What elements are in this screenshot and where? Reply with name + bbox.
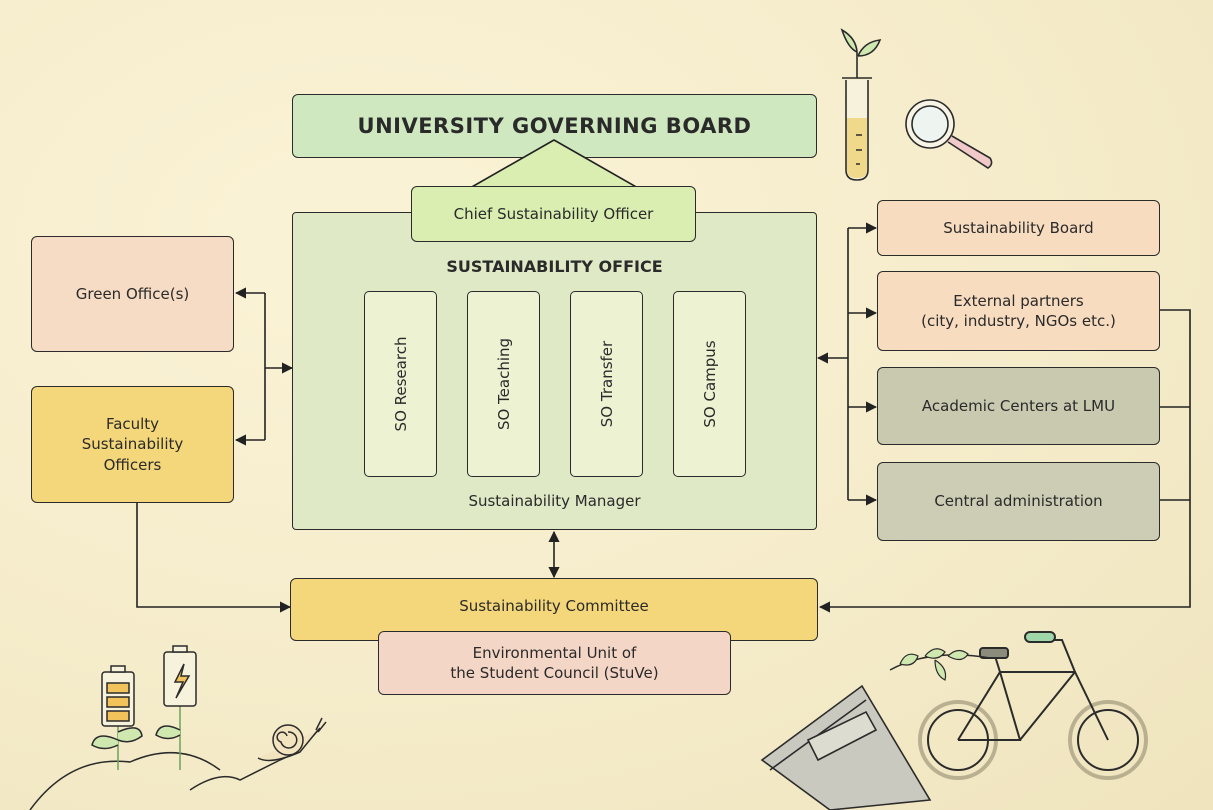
external-partners-line2: (city, industry, NGOs etc.) — [921, 312, 1116, 330]
green-office-box: Green Office(s) — [31, 236, 234, 352]
central-admin-box: Central administration — [877, 462, 1160, 541]
test-tube-plant-icon — [840, 28, 882, 181]
student-unit-line1: Environmental Unit of — [472, 643, 637, 662]
external-partners-line1: External partners — [953, 291, 1084, 310]
chief-officer-label: Chief Sustainability Officer — [453, 204, 654, 223]
central-admin-label: Central administration — [934, 492, 1103, 511]
sustainability-board-box: Sustainability Board — [877, 200, 1160, 256]
sustainability-committee-box: Sustainability Committee — [290, 578, 818, 641]
snail-icon — [189, 717, 327, 791]
green-office-label: Green Office(s) — [75, 284, 190, 303]
magnifier-icon — [905, 99, 993, 169]
student-unit-line2: the Student Council (StuVe) — [450, 664, 659, 682]
faculty-officers-box: Faculty Sustainability Officers — [31, 386, 234, 503]
so-transfer-box: SO Transfer — [570, 291, 643, 477]
sustainability-board-label: Sustainability Board — [943, 218, 1094, 237]
so-research-box: SO Research — [364, 291, 437, 477]
external-partners-box: External partners (city, industry, NGOs … — [877, 271, 1160, 351]
committee-label: Sustainability Committee — [459, 597, 649, 615]
arrow-faculty-to-committee — [136, 503, 292, 613]
feedback-line-right — [818, 309, 1191, 613]
office-manager: Sustainability Manager — [468, 492, 641, 510]
office-title: SUSTAINABILITY OFFICE — [446, 257, 663, 276]
battery-plant-icon — [29, 645, 221, 810]
academic-centers-box: Academic Centers at LMU — [877, 367, 1160, 445]
so-teaching-box: SO Teaching — [467, 291, 540, 477]
so-campus-box: SO Campus — [673, 291, 746, 477]
governing-board-label: UNIVERSITY GOVERNING BOARD — [357, 113, 752, 138]
faculty-officers-label: Faculty Sustainability Officers — [81, 415, 184, 474]
academic-centers-label: Academic Centers at LMU — [921, 396, 1116, 415]
book-icon — [760, 684, 932, 810]
bicycle-icon — [889, 631, 1148, 780]
student-unit-box: Environmental Unit of the Student Counci… — [378, 631, 731, 695]
chief-officer-box: Chief Sustainability Officer — [411, 186, 696, 242]
